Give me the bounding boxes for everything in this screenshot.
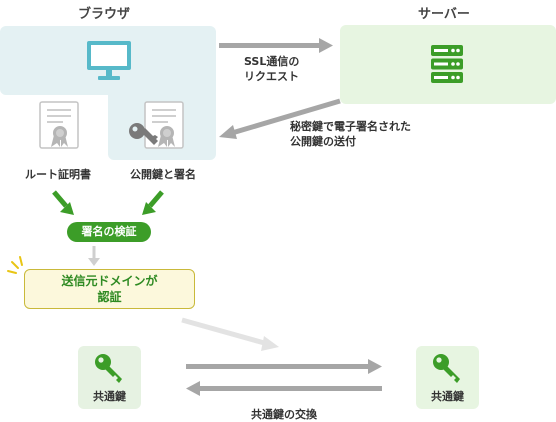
sparkle-lines [7,256,23,274]
shared-key-box-left: 共通鍵 [78,346,141,409]
key-certificate-icon [129,101,184,149]
server-icon [431,45,463,83]
browser-title: ブラウザ [78,7,131,22]
key-exchange-right-arrow [186,359,382,374]
monitor-icon [87,41,131,80]
ssl-request-arrow [219,38,333,53]
signed-key-label: 秘密鍵で電子署名された 公開鍵の送付 [290,120,411,148]
server-title: サーバー [418,7,470,22]
verify-to-auth-arrow [88,246,100,266]
key-exchange-left-arrow [186,381,382,396]
green-arrow-left [52,190,74,215]
domain-authenticated-box: 送信元ドメインが 認証 [24,269,195,309]
key-exchange-label: 共通鍵の交換 [251,408,317,421]
root-certificate-label: ルート証明書 [25,168,91,181]
public-key-signature-label: 公開鍵と署名 [130,168,196,181]
signed-key-arrow [219,98,341,139]
ssl-request-label: SSL通信の リクエスト [244,55,300,83]
key-icon [95,354,122,383]
key-icon [433,354,460,383]
shared-key-box-right: 共通鍵 [416,346,479,409]
green-arrow-right [142,190,164,215]
certificate-icon [39,101,79,149]
flow-arrow-faint [181,317,279,351]
shared-key-label-left: 共通鍵 [93,390,126,403]
verify-signature-badge: 署名の検証 [67,222,151,242]
shared-key-label-right: 共通鍵 [431,390,464,403]
